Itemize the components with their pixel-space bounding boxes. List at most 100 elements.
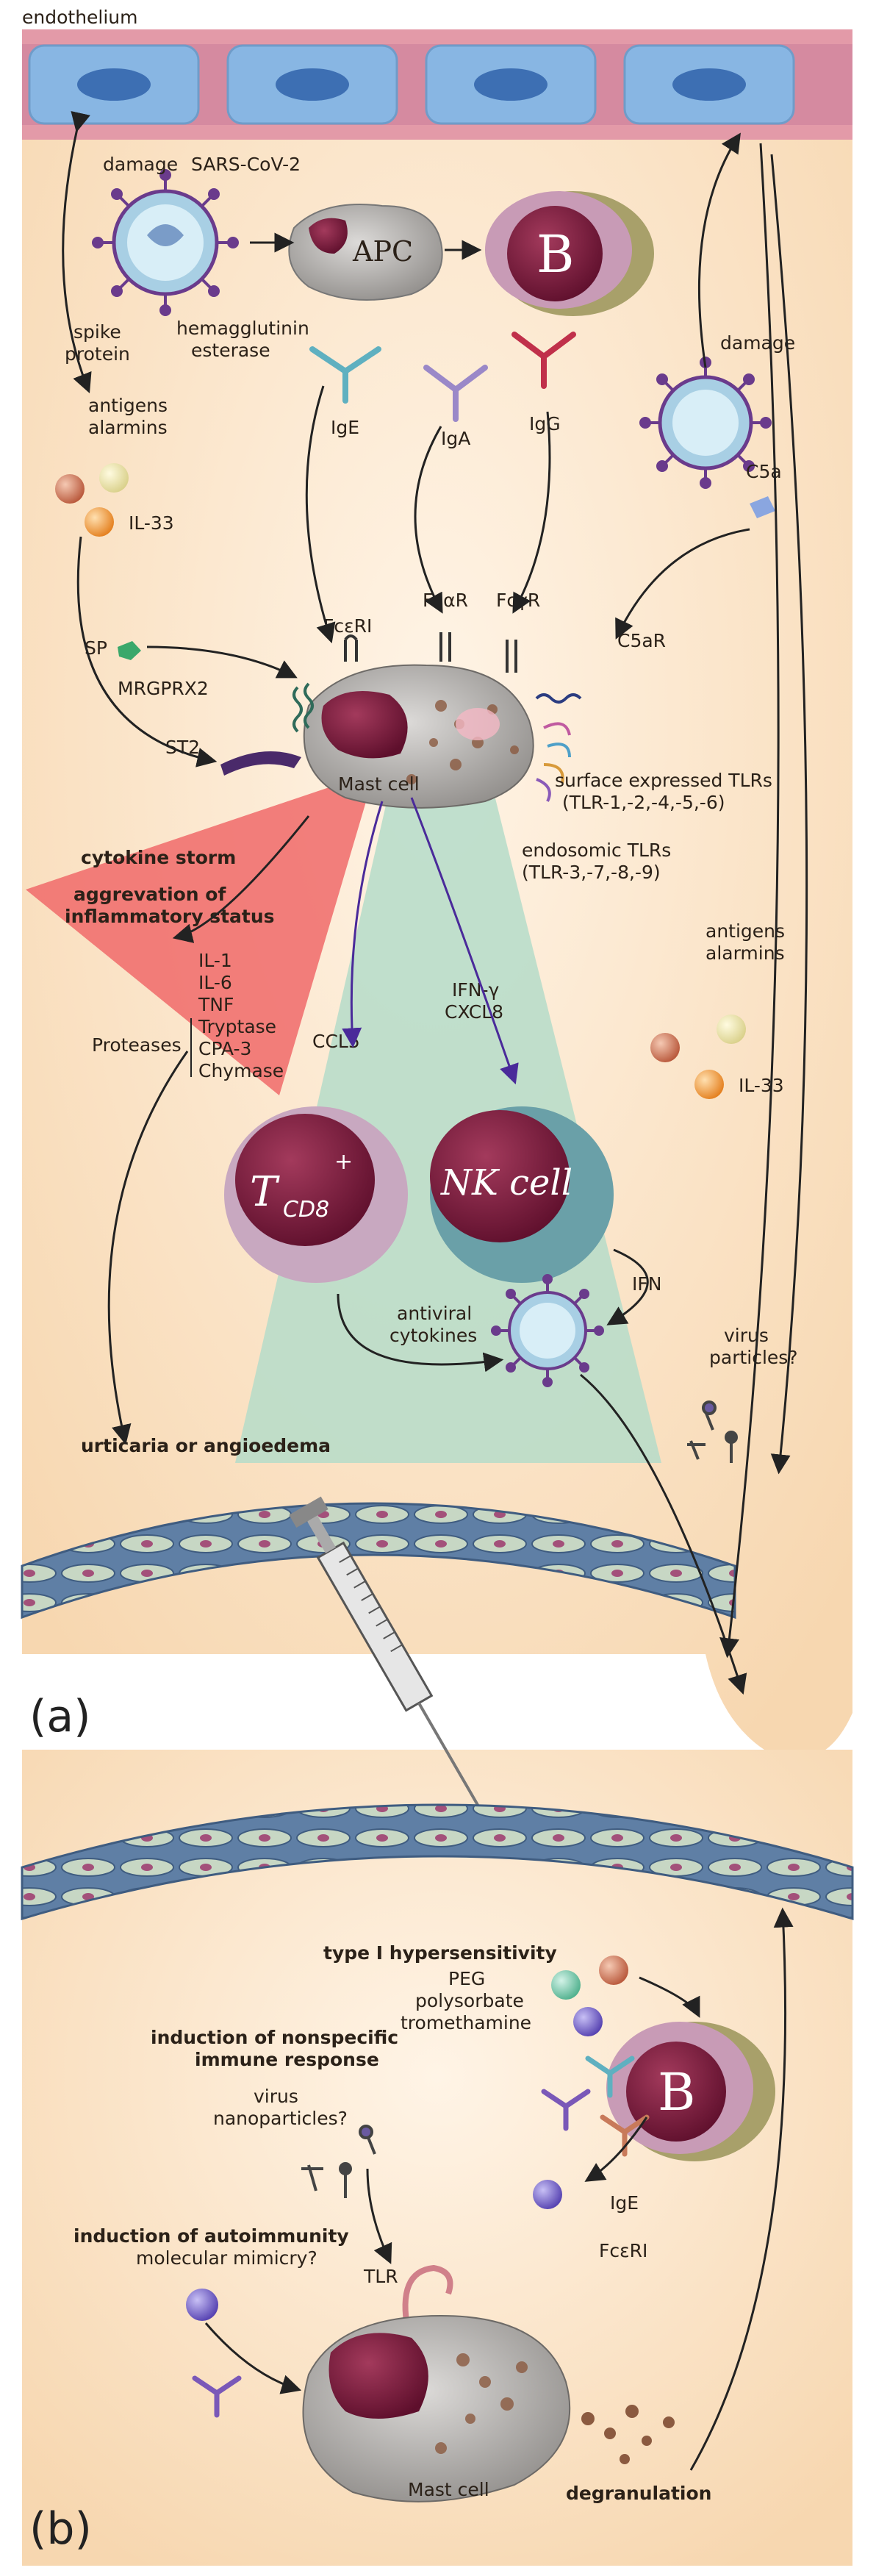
aggravation-label-2: inflammatory status: [65, 906, 275, 927]
tnf-label: TNF: [198, 994, 234, 1015]
aggravation-label-1: aggrevation of: [73, 884, 226, 905]
panel-a-label: (a): [29, 1691, 91, 1742]
nk-cell-label: NK cell: [440, 1162, 572, 1203]
mimicry-label: molecular mimicry?: [136, 2247, 317, 2269]
receptor-c5ar-icon: [535, 693, 582, 704]
tryptase-label: Tryptase: [198, 1016, 276, 1037]
ige-antibodies-b: [541, 2056, 650, 2157]
receptor-fcar-icon: [439, 632, 451, 662]
apc-cell: [288, 204, 443, 301]
spike-label: spike: [73, 321, 121, 343]
virus-particles-label-2: particles?: [709, 1347, 798, 1368]
hemagglutinin-label: hemagglutinin: [176, 318, 309, 339]
polysorbate-ball: [599, 1956, 628, 1985]
alarmins-label-1: alarmins: [88, 417, 168, 438]
b-cell-label-2: B: [658, 2062, 695, 2122]
antiviral-label-1: antiviral: [397, 1303, 472, 1324]
receptor-fcyr-icon: [506, 640, 517, 673]
blood-vessel-b: [21, 1803, 854, 1921]
t-cell-subscript: CD8: [283, 1197, 329, 1223]
receptor-st2-icon: [220, 751, 301, 776]
fcyr-label: FcγR: [496, 590, 540, 611]
b-cell-label: B: [536, 224, 574, 285]
t-cell-label: T: [250, 1168, 280, 1216]
peg-ball: [551, 1970, 581, 2000]
nonspecific-label-2: immune response: [195, 2049, 379, 2070]
mimicry-ball: [186, 2289, 218, 2321]
alarmins-label-2: alarmins: [706, 942, 785, 964]
chymase-label: Chymase: [198, 1060, 284, 1081]
syringe-icon: [289, 1496, 483, 1812]
igg-antibody-icon: [511, 332, 576, 389]
nanoparticle-icons: [301, 2125, 376, 2198]
panel-b-label: (b): [29, 2503, 92, 2555]
nonspecific-label-1: induction of nonspecific: [151, 2027, 398, 2048]
urticaria-label: urticaria or angioedema: [81, 1435, 331, 1456]
tlr-label: TLR: [363, 2266, 398, 2287]
ige-label-2: IgE: [610, 2192, 639, 2214]
t-cell-superscript: +: [334, 1149, 353, 1175]
tlr-receptor-icon: [402, 2264, 453, 2331]
cytokine-storm-area: [26, 772, 375, 1095]
il33-ball-2: [694, 1070, 724, 1099]
il6-label: IL-6: [198, 972, 232, 993]
esterase-label: esterase: [191, 340, 270, 361]
il33-ball-1: [85, 507, 114, 537]
mast-cell-label: Mast cell: [338, 773, 420, 795]
polysorbate-label: polysorbate: [415, 1990, 524, 2011]
virus-nano-label-1: virus: [254, 2086, 298, 2107]
antigen-ball-4: [717, 1015, 746, 1044]
surface-tlr-icons: [536, 722, 571, 802]
virus-nano-label-2: nanoparticles?: [213, 2108, 348, 2129]
antigen-ball-3: [650, 1033, 680, 1062]
iga-label: IgA: [441, 428, 470, 449]
mrgprx2-label: MRGPRX2: [118, 678, 209, 699]
tromethamine-ball: [573, 2007, 603, 2036]
fceri-label: FcεRI: [323, 615, 372, 637]
autoantibody-icon: [192, 2375, 242, 2418]
mast-cell-a: [303, 664, 534, 809]
cytokine-storm-label: cytokine storm: [81, 847, 236, 868]
endothelium-label: endothelium: [22, 7, 138, 28]
c5a-label: C5a: [746, 461, 782, 482]
apc-label: APC: [352, 235, 413, 268]
t-cd8-cell: [224, 1106, 408, 1283]
nk-cell: [430, 1106, 614, 1283]
type1-label: type I hypersensitivity: [323, 1942, 557, 1964]
receptor-fceri-icon: [344, 634, 358, 662]
cxcl8-label: CXCL8: [445, 1001, 503, 1023]
degranulation-granules: [581, 2405, 675, 2464]
cytotoxic-cone: [235, 757, 661, 1463]
il33-label-2: IL-33: [739, 1075, 784, 1096]
surface-tlr-label: surface expressed TLRs: [555, 770, 772, 791]
sars-cov-2-virus: [92, 169, 239, 316]
virus-center-icon: [491, 1274, 604, 1387]
peg-label: PEG: [448, 1968, 485, 1989]
virus-particles-label-1: virus: [724, 1325, 769, 1346]
virus-right-icon: [639, 357, 772, 489]
ige-label: IgE: [331, 417, 359, 438]
fcar-label: FcαR: [423, 590, 468, 611]
antigen-ball-1: [55, 474, 85, 504]
sars-cov-2-label: SARS-CoV-2: [191, 154, 301, 175]
fceri-label-2: FcεRI: [599, 2240, 647, 2261]
allergen-ball-b: [533, 2180, 562, 2209]
il33-label-1: IL-33: [129, 512, 174, 534]
degranulation-label: degranulation: [566, 2483, 711, 2504]
endosomic-tlr-label: endosomic TLRs: [522, 840, 671, 861]
damage-label-top: damage: [103, 154, 178, 175]
sp-icon: [118, 641, 141, 660]
mast-cell-label-2: Mast cell: [408, 2479, 489, 2500]
c5a-icon: [750, 496, 775, 518]
antigens-label-1: antigens: [88, 395, 168, 416]
ifn-gamma-label: IFN-γ: [452, 979, 499, 1001]
endothelium-layer: [22, 29, 852, 140]
damage-label-right: damage: [720, 332, 795, 354]
mast-cell-b: [302, 2314, 571, 2502]
antiviral-label-2: cytokines: [389, 1325, 477, 1346]
antigens-label-2: antigens: [706, 920, 785, 942]
endosomic-tlr-list: (TLR-3,-7,-8,-9): [522, 862, 661, 883]
ige-antibody-icon: [309, 346, 381, 404]
igg-label: IgG: [529, 413, 561, 434]
